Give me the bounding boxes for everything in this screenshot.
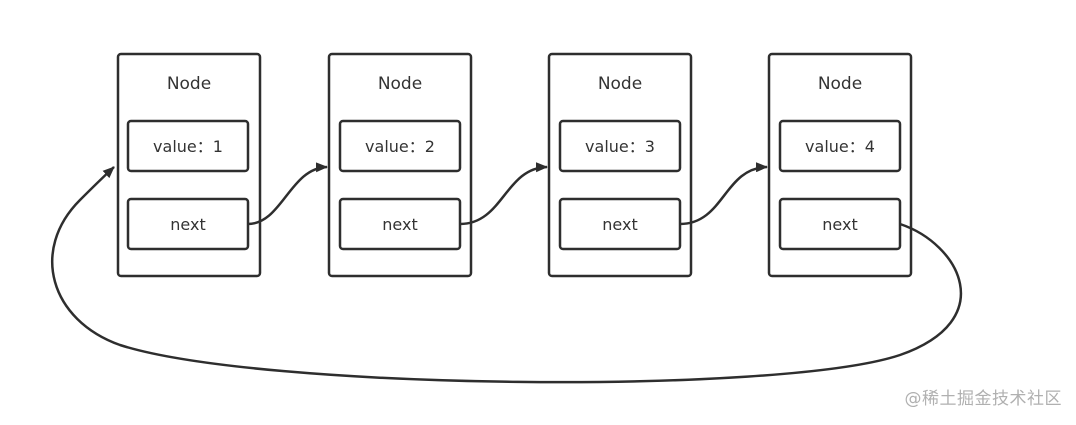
node-4-value-field [778, 119, 902, 173]
node-1: Node value：1 next [116, 52, 262, 278]
arrow-node-4-to-node-1-loop [51, 166, 963, 384]
arrow-node-3-to-node-4 [679, 162, 768, 226]
node-2-title: Node [378, 74, 422, 94]
arrow-node-1-to-node-2 [247, 162, 328, 226]
node-2-next-label: next [382, 215, 417, 234]
arrow-node-2-to-node-3 [459, 162, 548, 226]
node-1-title: Node [167, 74, 211, 94]
node-3: Node value：3 next [547, 52, 693, 278]
node-1-next-label: next [170, 215, 205, 234]
node-4-title: Node [818, 74, 862, 94]
node-1-value-label: value：1 [153, 137, 223, 156]
node-1-value-field [126, 119, 250, 173]
node-3-value-field [558, 119, 682, 173]
node-4-next-label: next [822, 215, 857, 234]
node-4: Node value：4 next [767, 52, 913, 278]
watermark-text: @稀土掘金技术社区 [904, 389, 1062, 409]
node-3-title: Node [598, 74, 642, 94]
node-2-value-field [338, 119, 462, 173]
node-2-value-label: value：2 [365, 137, 435, 156]
node-2: Node value：2 next [327, 52, 473, 278]
node-3-value-label: value：3 [585, 137, 655, 156]
node-3-next-label: next [602, 215, 637, 234]
node-4-value-label: value：4 [805, 137, 875, 156]
